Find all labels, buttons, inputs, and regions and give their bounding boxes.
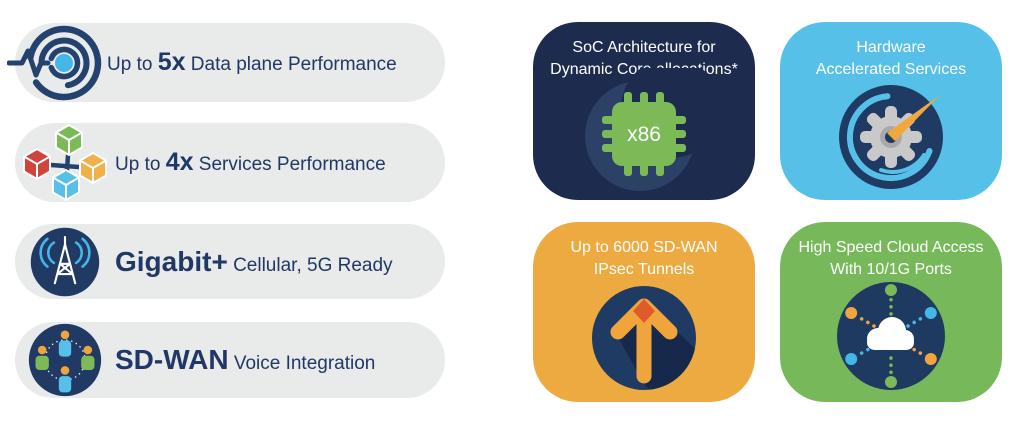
tile-soc-architecture: SoC Architecture for Dynamic Core alloca…	[533, 22, 755, 200]
tile-title-line2: IPsec Tunnels	[593, 261, 695, 279]
pill-highlight: 4x	[165, 148, 194, 176]
tile-title-line1: Up to 6000 SD-WAN	[570, 239, 718, 256]
pill-text: Up to 4x Services Performance	[115, 148, 386, 177]
pill-prefix: Up to	[107, 54, 158, 75]
pill-suffix: Data plane Performance	[185, 54, 397, 75]
tile-cloud-access: High Speed Cloud Access With 10/1G Ports	[780, 222, 1002, 402]
pill-text: SD-WAN Voice Integration	[115, 344, 375, 376]
feature-pill-sdwan-voice: SD-WAN Voice Integration	[15, 322, 445, 398]
x86-chip-icon: x86	[574, 58, 721, 200]
tile-title: Hardware Accelerated Services	[780, 37, 1002, 81]
feature-pill-cellular: Gigabit+ Cellular, 5G Ready	[15, 224, 445, 299]
tile-title: High Speed Cloud Access With 10/1G Ports	[780, 237, 1002, 281]
pill-highlight: Gigabit+	[115, 245, 228, 277]
tile-ipsec-tunnels: Up to 6000 SD-WAN IPsec Tunnels	[533, 222, 755, 402]
pulse-target-icon	[7, 20, 107, 106]
feature-pill-services: Up to 4x Services Performance	[15, 123, 445, 202]
pill-prefix: Up to	[115, 154, 166, 175]
pill-highlight: SD-WAN	[115, 344, 229, 375]
tile-title-line1: High Speed Cloud Access	[798, 239, 984, 256]
people-network-icon	[15, 321, 115, 399]
tile-title-line1: Hardware	[856, 39, 926, 56]
tile-title: Up to 6000 SD-WAN IPsec Tunnels	[533, 237, 755, 281]
pill-suffix: Cellular, 5G Ready	[227, 254, 393, 276]
antenna-icon	[15, 225, 115, 299]
feature-pill-data-plane: Up to 5x Data plane Performance	[7, 23, 445, 102]
tile-title-line2: With 10/1G Ports	[830, 261, 952, 279]
pill-text: Gigabit+ Cellular, 5G Ready	[115, 246, 393, 278]
pill-highlight: 5x	[157, 48, 186, 76]
pill-suffix: Services Performance	[193, 154, 386, 175]
tile-title-line2: Accelerated Services	[815, 61, 967, 79]
chip-label: x86	[627, 123, 661, 146]
up-arrow-icon	[574, 268, 714, 402]
cloud-network-icon	[821, 266, 961, 402]
speedometer-gear-icon	[821, 62, 961, 200]
cubes-icon	[15, 122, 115, 204]
tile-title-line1: SoC Architecture for	[572, 39, 716, 56]
pill-suffix: Voice Integration	[228, 353, 376, 374]
pill-text: Up to 5x Data plane Performance	[107, 48, 397, 77]
tile-hardware-accelerated: Hardware Accelerated Services	[780, 22, 1002, 200]
